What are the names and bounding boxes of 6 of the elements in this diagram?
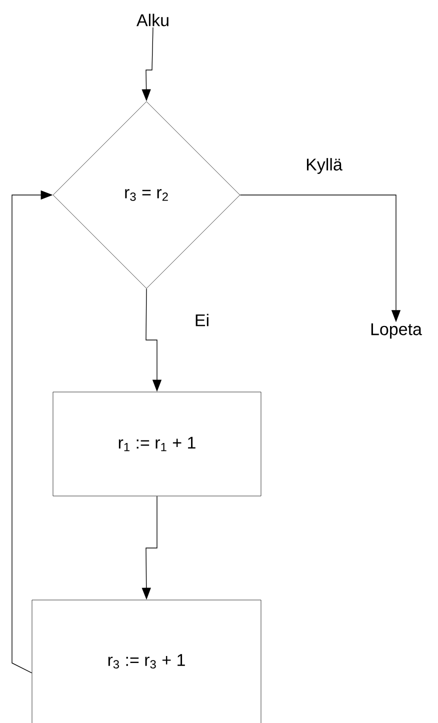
terminal-text: Alku [136,14,168,26]
process-box: r$_{1}$ := r$_{1}$ + 1 [52,392,262,496]
terminal-text: Lopeta [371,323,422,339]
edge-label: Kyllä [306,158,342,174]
process-box: r$_{3}$ := r$_{3}$ + 1 [32,600,262,723]
edge-label: Ei [196,314,208,326]
